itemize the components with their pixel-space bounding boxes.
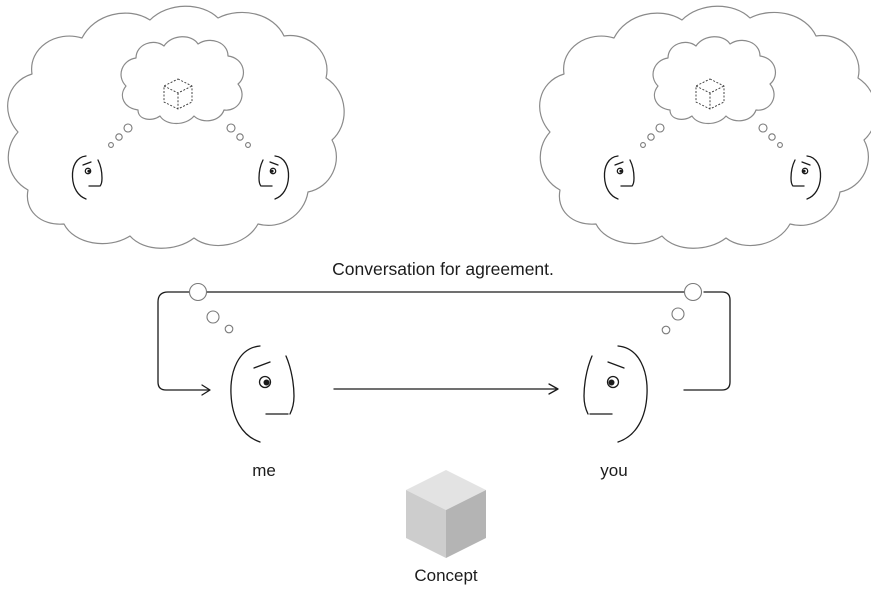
arrow-icon [201, 384, 211, 396]
left-thought-cloud [7, 5, 345, 249]
left-loop-line [157, 291, 210, 391]
thought-bubble [683, 282, 703, 302]
thought-bubble [206, 310, 220, 324]
right-thought-cloud [539, 5, 871, 249]
right-loop-line [683, 291, 731, 391]
head-profile-icon [230, 345, 295, 443]
head-profile-icon [583, 345, 648, 443]
conversation-loop [157, 282, 731, 396]
arrow-icon [548, 383, 559, 395]
conversation-title: Conversation for agreement. [332, 259, 554, 279]
thought-bubble [671, 307, 685, 321]
person-label-you: you [600, 461, 628, 480]
thought-bubble [188, 282, 208, 302]
thought-bubble [661, 325, 671, 335]
concept-label: Concept [414, 566, 478, 585]
solid-cube-icon [406, 470, 486, 558]
person-label-me: me [252, 461, 276, 480]
thought-bubble [224, 324, 234, 334]
